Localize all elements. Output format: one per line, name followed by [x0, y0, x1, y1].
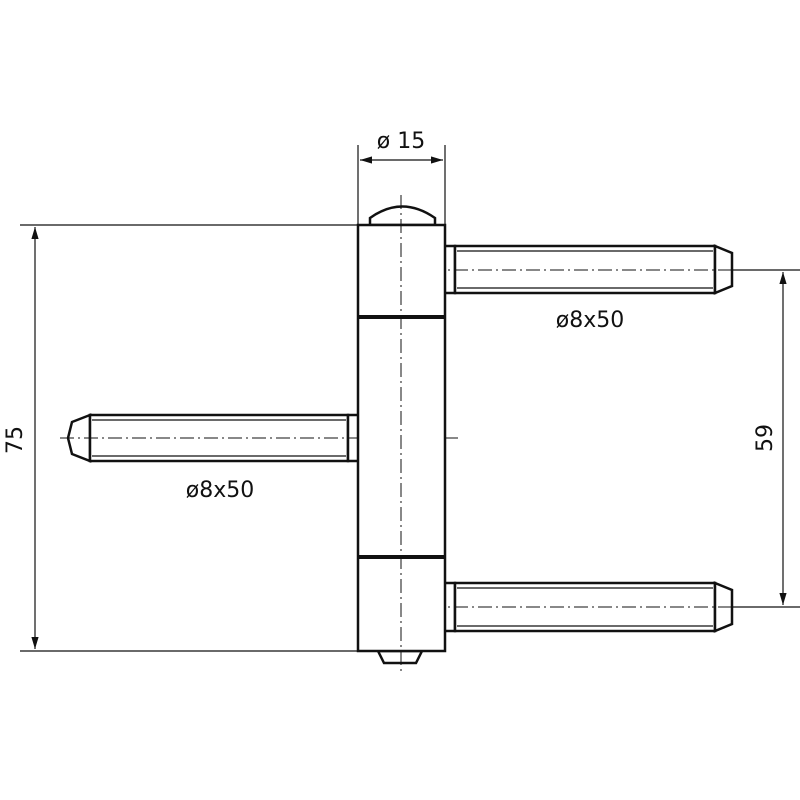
overall-height-label: 75	[3, 426, 28, 454]
dimension-barrel-diameter: ø 15	[357, 129, 446, 225]
dimension-pin-spacing: 59	[715, 269, 800, 608]
pin-spacing-label: 59	[753, 424, 778, 452]
lower-pin	[430, 581, 740, 633]
bottom-nub	[375, 649, 425, 665]
hinge-barrel	[356, 195, 447, 672]
dimension-overall-height: 75	[3, 224, 358, 652]
left-pin-label: ø8x50	[186, 478, 254, 503]
upper-pin-label: ø8x50	[556, 308, 624, 333]
upper-pin	[430, 244, 740, 295]
barrel-diameter-label: ø 15	[377, 129, 425, 154]
screw-head	[368, 205, 437, 227]
